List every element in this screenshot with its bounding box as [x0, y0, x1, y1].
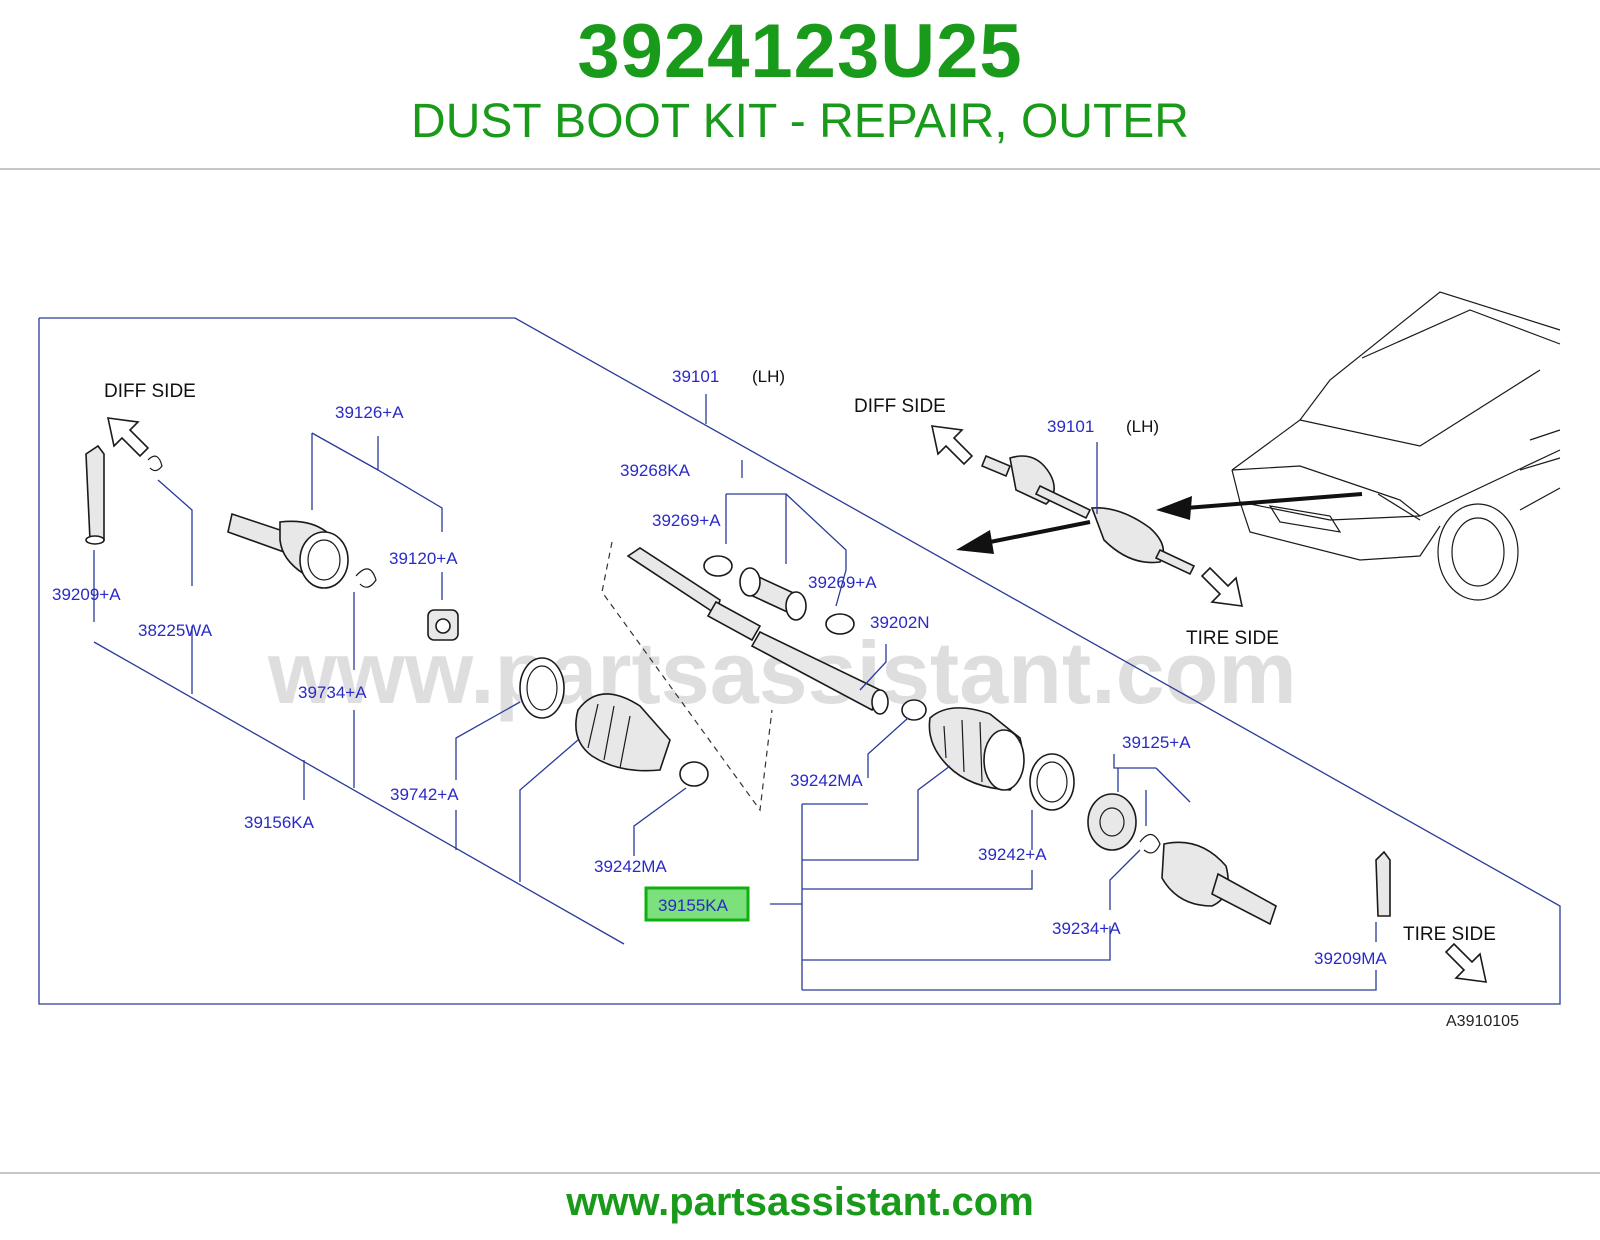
callout-39101-overview[interactable]: 39101	[1047, 417, 1094, 436]
callout-39101-main[interactable]: 39101	[672, 367, 719, 386]
outer-circlip-icon	[1139, 833, 1161, 854]
footer-website-link[interactable]: www.partsassistant.com	[566, 1180, 1034, 1224]
callout-39202n[interactable]: 39202N	[870, 613, 930, 632]
callout-39120a[interactable]: 39120+A	[389, 549, 458, 568]
exploded-view-svg: www.partsassistant.com DIFF SIDE DIFF SI…	[38, 291, 1561, 1030]
bearing-shaft-icon	[85, 444, 105, 545]
shaft-dashed-outline	[601, 541, 773, 812]
diff-side-arrow-left-icon	[106, 417, 150, 458]
parts-diagram: www.partsassistant.com DIFF SIDE DIFF SI…	[0, 270, 1600, 1070]
callout-39209a[interactable]: 39209+A	[52, 585, 121, 604]
callout-39742a[interactable]: 39742+A	[390, 785, 459, 804]
dynamic-damper-icon	[739, 567, 807, 621]
callout-38225wa[interactable]: 38225WA	[138, 621, 213, 640]
outer-boot-icon	[928, 707, 1025, 791]
callout-39242ma-left[interactable]: 39242MA	[594, 857, 667, 876]
diff-side-label-left: DIFF SIDE	[104, 381, 196, 402]
tire-side-arrow-upper-icon	[1200, 566, 1244, 607]
damper-band-right-icon	[825, 613, 855, 635]
damper-band-left-icon	[703, 555, 733, 577]
callout-39268ka[interactable]: 39268KA	[620, 461, 691, 480]
outer-race-bearing-icon	[1087, 793, 1137, 851]
leader-lines	[93, 394, 1377, 991]
boot-band-large-right-icon	[1029, 753, 1075, 811]
spider-assembly-icon	[427, 609, 459, 641]
boot-band-large-left-icon	[519, 657, 565, 719]
callout-39126a[interactable]: 39126+A	[335, 403, 404, 422]
lh-label-main: (LH)	[752, 367, 785, 386]
bearing-shaft-right-icon	[1375, 850, 1391, 917]
tire-side-label-lower: TIRE SIDE	[1403, 924, 1496, 945]
vehicle-illustration	[1231, 291, 1561, 601]
inner-joint-housing-icon	[227, 512, 349, 589]
outer-joint-icon	[1161, 841, 1277, 926]
boot-band-small-left-icon	[679, 761, 709, 787]
part-description: DUST BOOT KIT - REPAIR, OUTER	[411, 95, 1189, 148]
callout-39156ka[interactable]: 39156KA	[244, 813, 315, 832]
diff-side-arrow-right-icon	[930, 425, 974, 466]
drive-shaft-icon	[626, 547, 889, 715]
footer-divider	[0, 1172, 1600, 1174]
part-number-title: 3924123U25	[577, 9, 1023, 94]
callout-39209ma[interactable]: 39209MA	[1314, 949, 1387, 968]
callout-39125a[interactable]: 39125+A	[1122, 733, 1191, 752]
circlip-icon	[355, 568, 377, 588]
lh-label-overview: (LH)	[1126, 417, 1159, 436]
figure-code: A3910105	[1446, 1013, 1519, 1030]
diff-side-label-right: DIFF SIDE	[854, 396, 946, 417]
snap-ring-icon	[147, 455, 163, 472]
header-divider	[0, 168, 1600, 170]
callout-39155ka[interactable]: 39155KA	[658, 896, 729, 915]
watermark-text: www.partsassistant.com	[267, 623, 1297, 722]
tire-side-arrow-lower-icon	[1444, 942, 1488, 983]
inner-boot-icon	[575, 693, 671, 772]
callout-39242a[interactable]: 39242+A	[978, 845, 1047, 864]
boot-band-small-right-icon	[901, 699, 927, 721]
page-header: 3924123U25 DUST BOOT KIT - REPAIR, OUTER	[0, 0, 1600, 170]
callout-39269a-right[interactable]: 39269+A	[808, 573, 877, 592]
callout-arrows	[956, 492, 1363, 554]
axle-overview-illustration	[980, 454, 1196, 576]
diagram-frame	[38, 317, 1561, 1005]
highlighted-part-callout[interactable]: 39155KA	[644, 886, 750, 922]
callout-39234a[interactable]: 39234+A	[1052, 919, 1121, 938]
tire-side-label-upper: TIRE SIDE	[1186, 628, 1279, 649]
callout-39242ma-right[interactable]: 39242MA	[790, 771, 863, 790]
callout-39269a-left[interactable]: 39269+A	[652, 511, 721, 530]
callout-39734a[interactable]: 39734+A	[298, 683, 367, 702]
